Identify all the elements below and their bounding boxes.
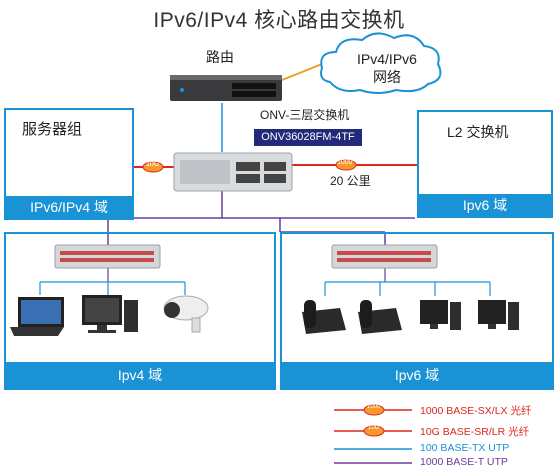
ipv6-domain-label: Ipv6 域 [282,362,552,388]
cloud-line1: IPv4/IPv6 [357,51,417,67]
core-switch-model: ONV36028FM-4TF [254,129,362,146]
server-group-domain: IPv6/IPv4 域 [6,196,132,218]
server-group-box: 服务器组 IPv6/IPv4 域 [4,108,134,220]
cloud-shape [320,32,442,94]
camera-device [163,295,209,333]
page-title: IPv6/IPv4 核心路由交换机 [153,9,405,32]
legend-item-10g-fiber: 10G BASE-SR/LR 光纤 [420,426,530,438]
cloud-line2: 网络 [373,69,401,85]
l2-switch-box: L2 交换机 Ipv6 域 [417,110,553,218]
ip-phone-device-1 [302,300,346,334]
desktop-pc-device [82,295,138,333]
cloud-label: IPv4/IPv6 网络 [342,50,432,86]
server-group-title: 服务器组 [22,121,83,138]
core-switch-device [173,152,293,192]
desktop-pc-device-2 [420,300,461,330]
badge-1000-text: 1000 [337,159,353,166]
legend-badge-10g: 10G [368,425,380,431]
l2-switch-domain: Ipv6 域 [419,194,551,216]
laptop-device [10,297,64,336]
ipv4-domain-box: Ipv4 域 [4,232,276,390]
ip-phone-device-2 [358,300,402,334]
legend-badge-1000: 1000 [367,404,381,410]
legend-item-1000-fiber: 1000 BASE-SX/LX 光纤 [420,405,532,417]
distance-label: 20 公里 [330,174,371,188]
router-device [170,75,282,101]
ipv6-domain-box: Ipv6 域 [280,232,554,390]
badge-10g-text: 10G [146,161,160,168]
legend-item-1000-utp: 1000 BASE-T UTP [420,456,508,468]
legend-item-100-utp: 100 BASE-TX UTP [420,442,510,454]
router-label: 路由 [206,49,234,65]
badge-1000-link [335,159,357,171]
ipv4-domain-label: Ipv4 域 [6,362,274,388]
l2-switch-title: L2 交换机 [447,124,509,140]
desktop-pc-device-3 [478,300,519,330]
core-switch-caption: ONV-三层交换机 [260,108,350,122]
access-switch-left [54,244,161,269]
access-switch-right [331,244,438,269]
router-cloud-link [281,63,323,81]
badge-10g-link [142,161,164,173]
